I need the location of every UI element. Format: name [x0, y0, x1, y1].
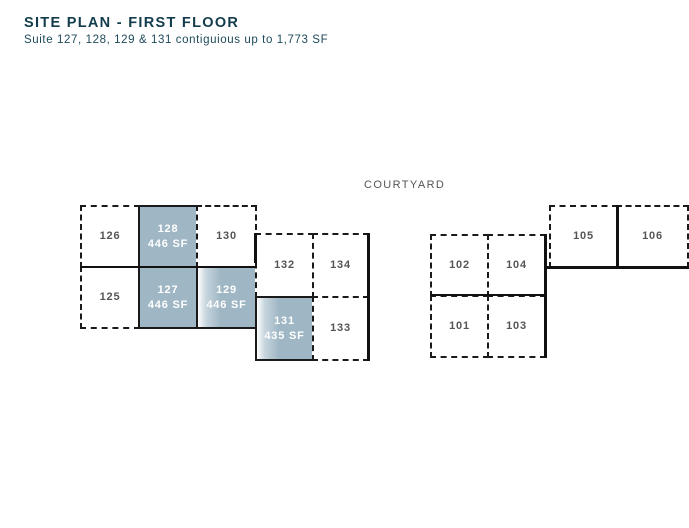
unit-number: 102: [449, 259, 470, 271]
unit-126[interactable]: 126: [80, 205, 140, 268]
unit-125[interactable]: 125: [80, 266, 140, 329]
unit-number: 133: [330, 322, 351, 334]
unit-number: 129: [216, 283, 237, 296]
wall-segment: [80, 266, 257, 268]
unit-number: 127: [157, 283, 179, 296]
unit-132[interactable]: 132: [255, 233, 314, 298]
unit-134[interactable]: 134: [312, 233, 369, 298]
unit-area: 446 SF: [147, 237, 189, 250]
unit-number: 134: [330, 259, 351, 271]
unit-area: 435 SF: [264, 329, 305, 342]
courtyard-label: COURTYARD: [364, 179, 446, 191]
unit-area: 446 SF: [147, 298, 189, 311]
unit-number: 105: [573, 230, 594, 242]
unit-128[interactable]: 128 446 SF: [138, 205, 198, 268]
unit-number: 103: [506, 320, 527, 332]
unit-number: 132: [274, 259, 295, 271]
unit-number: 104: [506, 259, 527, 271]
wall-segment: [544, 234, 547, 358]
wall-segment: [254, 233, 257, 263]
unit-101[interactable]: 101: [430, 295, 489, 358]
unit-103[interactable]: 103: [487, 295, 546, 358]
unit-131[interactable]: 131 435 SF: [255, 296, 314, 361]
page-subtitle: Suite 127, 128, 129 & 131 contiguious up…: [24, 34, 329, 46]
unit-104[interactable]: 104: [487, 234, 546, 297]
header: SITE PLAN - FIRST FLOOR Suite 127, 128, …: [24, 14, 328, 48]
unit-129[interactable]: 129 446 SF: [196, 266, 257, 329]
unit-number: 130: [216, 230, 237, 242]
unit-number: 101: [449, 320, 470, 332]
unit-number: 125: [99, 291, 121, 303]
unit-127[interactable]: 127 446 SF: [138, 266, 198, 329]
unit-number: 128: [157, 222, 179, 235]
unit-area: 446 SF: [206, 298, 247, 311]
unit-105[interactable]: 105: [549, 205, 618, 268]
unit-number: 126: [99, 230, 121, 242]
wall-segment: [430, 294, 546, 296]
unit-102[interactable]: 102: [430, 234, 489, 297]
unit-130[interactable]: 130: [196, 205, 257, 268]
unit-number: 106: [642, 230, 663, 242]
unit-number: 131: [274, 314, 295, 327]
page-title: SITE PLAN - FIRST FLOOR: [24, 15, 240, 31]
unit-106[interactable]: 106: [616, 205, 689, 268]
wall-segment: [367, 233, 370, 361]
unit-133[interactable]: 133: [312, 296, 369, 361]
wall-segment: [616, 205, 619, 268]
